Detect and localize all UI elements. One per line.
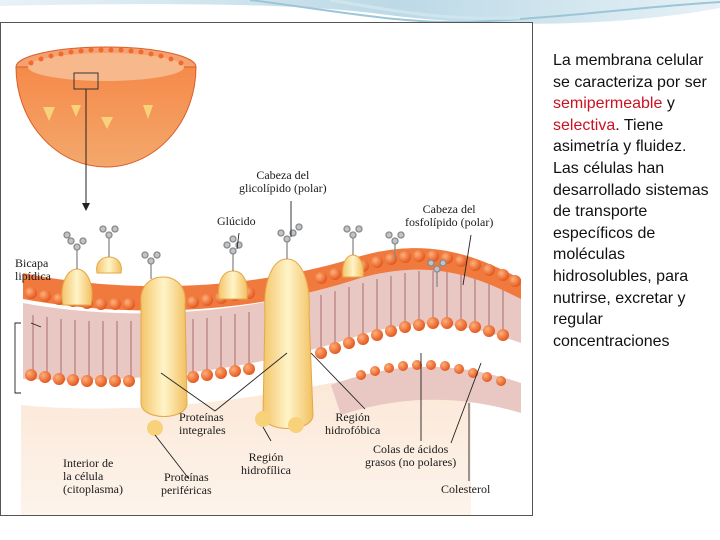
description-part-2: . Tiene asimetría y fluidez. <box>553 116 687 156</box>
label-phospholipid-head: Cabeza del fosfolípido (polar) <box>405 202 494 229</box>
cell-membrane-figure: Cabeza del glicolípido (polar) Cabeza de… <box>0 22 533 516</box>
integral-protein-left <box>140 276 188 436</box>
cell-overview <box>15 46 197 168</box>
description-part-3: Las células han desarrollado sistemas de… <box>553 159 709 350</box>
label-cell-interior: Interior de la célula (citoplasma) <box>63 456 123 496</box>
highlight-semipermeable: semipermeable <box>553 95 663 113</box>
integral-protein-center <box>255 258 314 433</box>
label-peripheral-proteins: Proteínas periféricas <box>161 470 212 497</box>
label-cholesterol: Colesterol <box>441 482 491 496</box>
label-glucido: Glúcido <box>217 214 256 228</box>
label-integral-proteins: Proteínas integrales <box>179 410 226 437</box>
peripheral-proteins <box>61 254 364 306</box>
label-hydrophobic-region: Región hidrofóbica <box>325 410 381 437</box>
highlight-selectiva: selectiva <box>553 116 616 134</box>
label-hydrophilic-region: Región hidrofílica <box>241 450 291 477</box>
description-connector: y <box>662 95 675 113</box>
leader-lines <box>14 201 482 481</box>
label-fatty-acid-tails: Colas de ácidos grasos (no polares) <box>365 442 457 469</box>
sugar-chains <box>63 223 447 287</box>
description-part-1: La membrana celular se caracteriza por s… <box>553 52 707 91</box>
label-glycolipid-head: Cabeza del glicolípido (polar) <box>239 168 327 195</box>
description-text: La membrana celular se caracteriza por s… <box>553 50 713 352</box>
top-wave-decoration <box>0 0 720 24</box>
membrane-illustration <box>14 46 521 515</box>
label-lipid-bilayer: Bicapa lipídica <box>15 256 51 283</box>
